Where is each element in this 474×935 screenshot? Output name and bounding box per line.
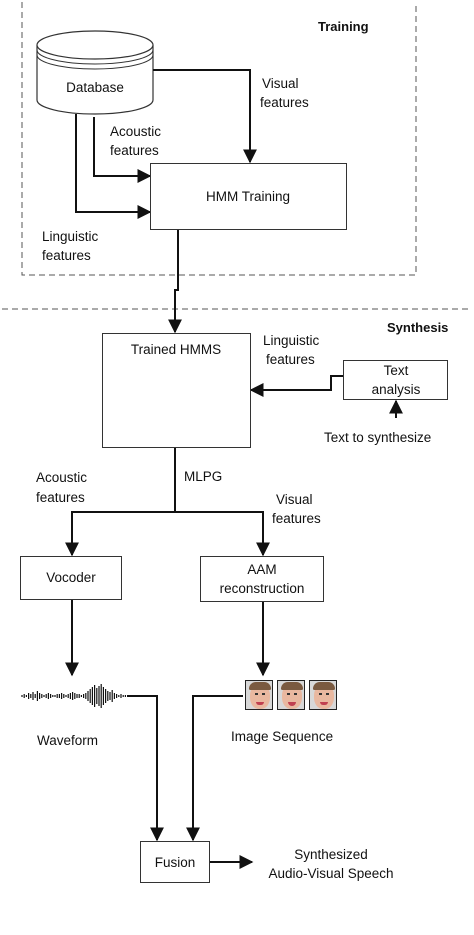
output-label-line1: Synthesized (294, 847, 368, 862)
linguistic-features-synth-line2: features (266, 352, 315, 367)
visual-features-synth-line1: Visual (276, 492, 313, 507)
hmm-training-label: HMM Training (205, 189, 291, 204)
linguistic-features-top-line2: features (42, 248, 91, 263)
text-to-synthesize-label: Text to synthesize (324, 430, 432, 445)
vocoder-label: Vocoder (46, 570, 96, 585)
section-title-synthesis: Synthesis (387, 320, 449, 335)
visual-features-synth-line2: features (272, 511, 321, 526)
acoustic-features-top-line2: features (110, 143, 159, 158)
section-title-training: Training (318, 19, 369, 34)
output-label-line2: Audio-Visual Speech (268, 866, 394, 881)
trained-hmms-label: Trained HMMS (130, 342, 222, 357)
linguistic-features-top-line1: Linguistic (42, 229, 99, 244)
vocoder-box (20, 556, 122, 600)
database-label: Database (66, 80, 124, 95)
fusion-box (140, 841, 210, 883)
acoustic-features-synth-line1: Acoustic (36, 470, 88, 485)
connector-linguistic-features (75, 114, 152, 219)
trained-hmms-box (102, 333, 251, 448)
mlpg-label: MLPG (184, 469, 223, 484)
training-frame (21, 2, 417, 276)
connector-images-to-fusion (186, 695, 243, 842)
database-cylinder-icon (36, 30, 154, 115)
linguistic-features-synth-line1: Linguistic (263, 333, 320, 348)
connector-to-aam (175, 511, 270, 557)
connector-to-vocoder (65, 511, 175, 557)
face-image-icon (245, 680, 273, 710)
text-analysis-label-line2: analysis (371, 382, 421, 397)
connector-acoustic-features (93, 117, 152, 183)
text-analysis-box (343, 360, 448, 400)
connector-hmm-to-trained (168, 230, 182, 334)
face-image-icon (277, 680, 305, 710)
connector-waveform-to-fusion (127, 695, 164, 842)
aam-reconstruction-box (200, 556, 324, 602)
connector-text-analysis-to-hmms (249, 375, 343, 397)
waveform-label: Waveform (37, 733, 99, 748)
acoustic-features-top-line1: Acoustic (110, 124, 162, 139)
image-sequence-label: Image Sequence (231, 729, 334, 744)
aam-label-line1: AAM (247, 562, 277, 577)
waveform-icon (21, 684, 127, 708)
visual-features-top-line1: Visual (262, 76, 299, 91)
visual-features-top-line2: features (260, 95, 309, 110)
aam-label-line2: reconstruction (219, 581, 305, 596)
connector-visual-features (153, 69, 257, 164)
face-image-icon (309, 680, 337, 710)
acoustic-features-synth-line2: features (36, 490, 85, 505)
text-analysis-label-line1: Text (383, 363, 409, 378)
hmm-training-box (150, 163, 347, 230)
fusion-label: Fusion (154, 855, 196, 870)
